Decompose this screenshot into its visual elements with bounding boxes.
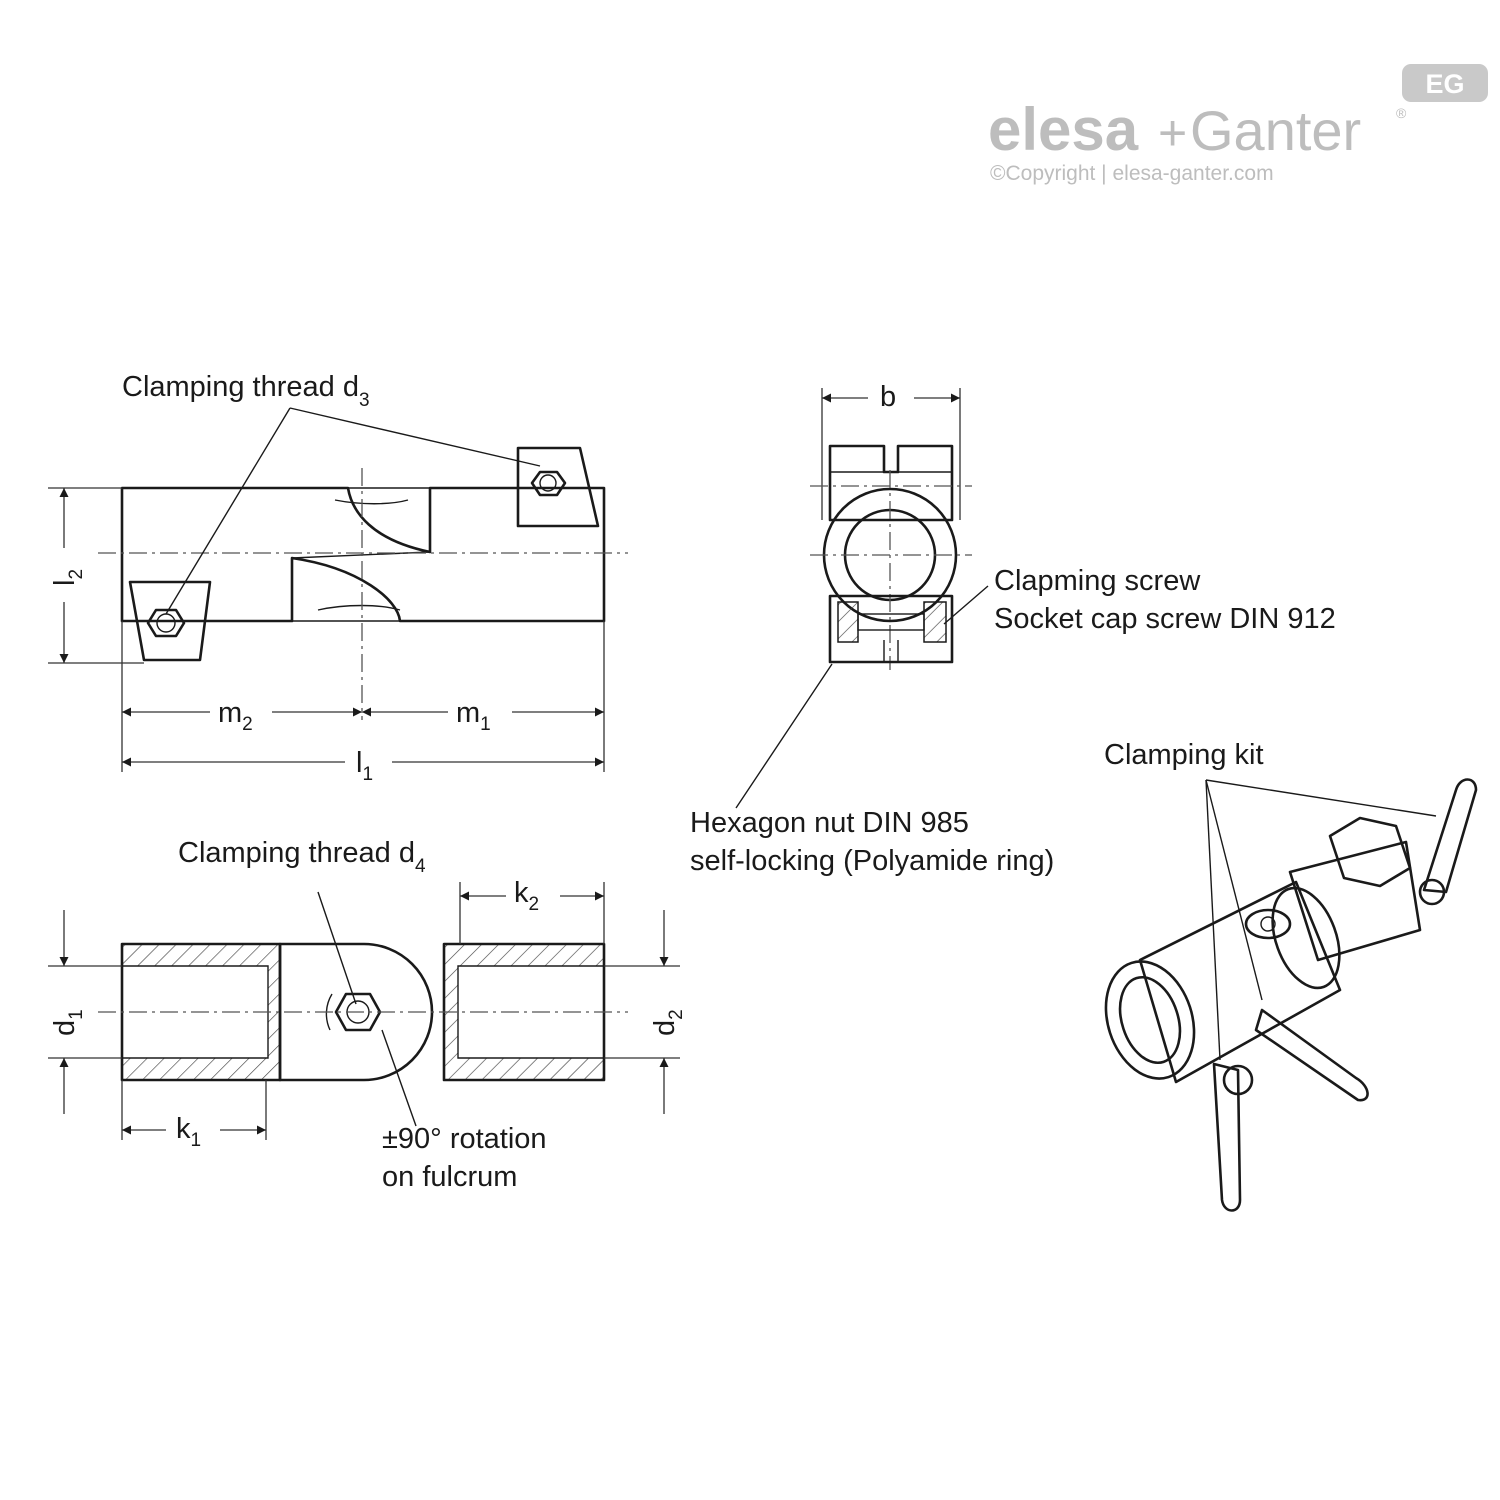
iso-upper-tube [1288, 840, 1422, 962]
bore-curve-bottom [317, 604, 401, 611]
iso-upper-hex [1328, 816, 1412, 888]
iso-handle-lower-pivot [1222, 1064, 1254, 1096]
label-clamping-screw: Clapming screw [994, 565, 1201, 597]
iso-main-tube [1138, 880, 1342, 1084]
iso-handle-upper-pivot [1418, 878, 1446, 906]
hex-nut-lower-hole [156, 613, 176, 633]
iso-handle-upper [1422, 778, 1478, 894]
label-hexagon-nut: Hexagon nut DIN 985 [690, 807, 969, 839]
leader-kit-2 [1205, 779, 1263, 1001]
label-socket-cap-screw: Socket cap screw DIN 912 [994, 603, 1336, 635]
hex-nut-upper [530, 470, 567, 497]
dim-l1: l1 [356, 747, 373, 785]
label-clamping-thread-d4: Clamping thread d4 [178, 837, 426, 877]
leader-kit-1 [1205, 779, 1221, 1061]
dim-l2: l2 [49, 569, 87, 586]
dim-d1: d1 [49, 1009, 87, 1036]
hex-nut-lower [146, 608, 186, 638]
leader-d4 [317, 891, 357, 1005]
leader-clamping-screw [943, 585, 989, 625]
side-view [735, 388, 989, 809]
leader-d3-left [165, 407, 291, 615]
section-view [48, 882, 680, 1140]
leader-kit-3 [1205, 779, 1437, 817]
label-clamping-thread-d3: Clamping thread d3 [122, 371, 370, 411]
right-tube-bore-outline [457, 965, 604, 1059]
logo-trademark: ® [1396, 105, 1407, 121]
logo-copyright: ©Copyright | elesa-ganter.com [990, 162, 1274, 185]
dim-b: b [880, 381, 896, 413]
bore-curve-top [334, 499, 409, 505]
top-view-body [120, 486, 606, 623]
leader-hex-nut [735, 663, 833, 809]
nut-boss-upper [516, 446, 600, 528]
side-screw-head [923, 601, 947, 643]
hex-nut-upper-hole [539, 474, 557, 492]
elesa-ganter-logo: EG elesa + Ganter ® ©Copyright | elesa-g… [988, 64, 1488, 185]
iso-socket [1244, 908, 1292, 940]
side-upper-block [828, 444, 954, 522]
iso-socket-hole [1260, 916, 1276, 932]
eg-badge [1402, 64, 1488, 102]
pivot-body [278, 942, 434, 1082]
iso-handle-right [1254, 1008, 1369, 1102]
logo-elesa: elesa [988, 96, 1139, 163]
logo-ganter: Ganter [1190, 99, 1361, 162]
dim-m1: m1 [456, 697, 491, 735]
label-self-locking: self-locking (Polyamide ring) [690, 845, 1054, 877]
iso-pivot-disk [1271, 886, 1341, 990]
label-rotation-line2: on fulcrum [382, 1161, 517, 1193]
dim-m2: m2 [218, 697, 253, 735]
side-hex-nut [837, 601, 859, 643]
nut-boss-lower [128, 580, 212, 662]
top-view [48, 407, 628, 772]
leader-d3-right [289, 407, 541, 467]
dim-k2: k2 [514, 877, 539, 915]
iso-handle-lower [1212, 1062, 1242, 1212]
label-rotation-line1: ±90° rotation [382, 1123, 547, 1155]
label-clamping-kit: Clamping kit [1104, 739, 1264, 771]
iso-tube-end-inner [1118, 975, 1182, 1065]
dim-d2: d2 [649, 1009, 687, 1036]
side-screw-shank [857, 613, 925, 631]
eg-badge-text: EG [1425, 69, 1464, 99]
side-lower-block [828, 594, 954, 664]
split-line [291, 551, 431, 559]
leader-rotation [381, 1029, 417, 1127]
logo-plus: + [1158, 105, 1187, 161]
clamping-kit-illustration [1104, 778, 1478, 1212]
dim-k1: k1 [176, 1113, 201, 1151]
iso-tube-end-outer [1104, 960, 1196, 1080]
